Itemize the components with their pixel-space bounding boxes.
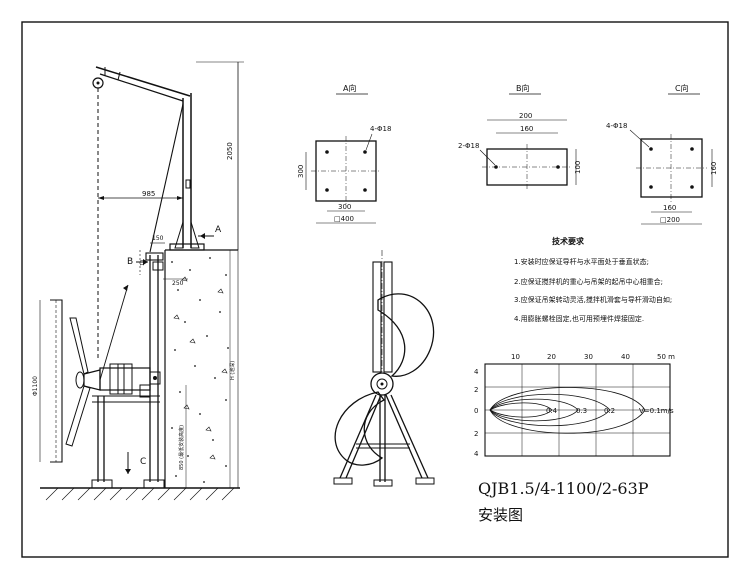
dim-height-2050: 2050 [226,142,234,160]
flow-chart-x-tick: 40 [621,353,630,361]
velocity-label: V=0.1m/s [639,407,674,415]
view-c-dim-height: 160 [710,162,718,175]
jib-top-chord [95,66,191,97]
tech-requirements: 技术要求 1.安装时应保证导杆与水平面处于垂直状态; 2.应保证搅拌机的重心与吊… [514,236,672,323]
dim-150: 150 [152,235,164,242]
view-c-hole-label: 4-Φ18 [606,122,627,130]
side-elevation: 985 2050 A H (池深) 850 (最低安装高度) [32,61,244,501]
view-c: C向 4-Φ18 160 160 □200 [606,83,718,225]
top-bracket [145,252,164,261]
sling-line [99,284,129,381]
view-a-dim-inner: 300 [338,203,351,211]
jib-brace [149,103,184,253]
contour-v02 [489,393,611,427]
model-code: QJB1.5/4-1100/2-63P [478,479,649,498]
tech-requirement-item: 2.应保证搅拌机的重心与吊架的起吊中心相重合; [514,277,663,286]
dim-install-height: 850 (最低安装高度) [178,425,185,470]
drawing-frame [21,21,729,558]
view-b-dim-inner: 160 [520,125,533,133]
view-a-hole-label: 4-Φ18 [370,125,391,133]
jib-bottom-chord [99,73,184,102]
dim-250: 250 [172,280,184,287]
flow-chart-y-tick: 4 [474,368,479,376]
view-a-dim-height: 300 [297,165,305,178]
front-hub [370,372,394,396]
flow-chart-x-tick: 10 [511,353,520,361]
flow-chart-y-tick: 4 [474,450,479,458]
front-blade-upper [377,293,435,377]
flow-chart-y-tick: 0 [474,407,478,415]
contour-v03 [489,398,579,422]
contour-label: 0.3 [576,407,587,415]
view-b-title: B向 [516,83,530,93]
contour-v04 [489,402,553,418]
tripod-leg-right [385,394,423,479]
propeller-blade-down [65,385,91,447]
tripod-leg-left [339,394,377,479]
flow-chart-y-tick: 2 [474,386,478,394]
flow-chart-x-tick: 30 [584,353,593,361]
drawing-caption: 安装图 [478,506,523,524]
view-b-dim-outer: 200 [519,112,532,120]
contour-v01 [489,387,646,434]
dim-h-depth: H (池深) [229,361,236,380]
flow-chart-y-tick: 2 [474,430,478,438]
front-blade-lower [334,391,385,466]
view-a-title: A向 [343,83,356,93]
view-b-dim-height: 100 [574,161,582,174]
front-view [333,250,435,487]
mixer-motor [99,367,151,391]
view-c-holes [649,147,694,189]
view-c-title: C向 [675,83,689,93]
tech-requirement-item: 1.安装时应保证导杆与水平面处于垂直状态; [514,257,649,266]
contour-label: 0.2 [604,407,615,415]
dim-reach: 985 [142,190,155,198]
label-c: C [140,457,146,467]
view-c-dim-inner: 160 [663,204,676,212]
view-b-holes [494,165,560,169]
view-a: A向 4-Φ18 300 300 □400 [297,83,391,224]
label-b: B [127,257,133,267]
flow-chart-x-tick: 50 m [657,353,675,361]
dim-blade-diameter: Φ1100 [32,376,39,396]
tech-requirements-title: 技术要求 [552,236,585,246]
tech-requirement-item: 4.用膨胀螺栓固定,也可用预埋件焊接固定. [514,314,644,323]
flow-field-chart: 10 20 30 40 50 m 4 2 0 2 4 0.4 0.3 0.2 V… [474,353,675,458]
floor-hatch [45,487,235,501]
view-a-dim-outer: □400 [334,215,354,223]
view-b-hole-label: 2-Φ18 [458,142,479,150]
contour-label: 0.4 [546,407,558,415]
view-c-dim-outer: □200 [660,216,680,224]
flow-chart-x-tick: 20 [547,353,556,361]
label-a: A [215,225,222,235]
view-a-holes [325,150,367,192]
view-b: B向 2-Φ18 200 160 100 [458,83,582,190]
tech-requirement-item: 3.应保证吊架转动灵活,搅拌机滑套与导杆滑动自如; [514,295,672,304]
propeller-blade-up [69,317,89,375]
